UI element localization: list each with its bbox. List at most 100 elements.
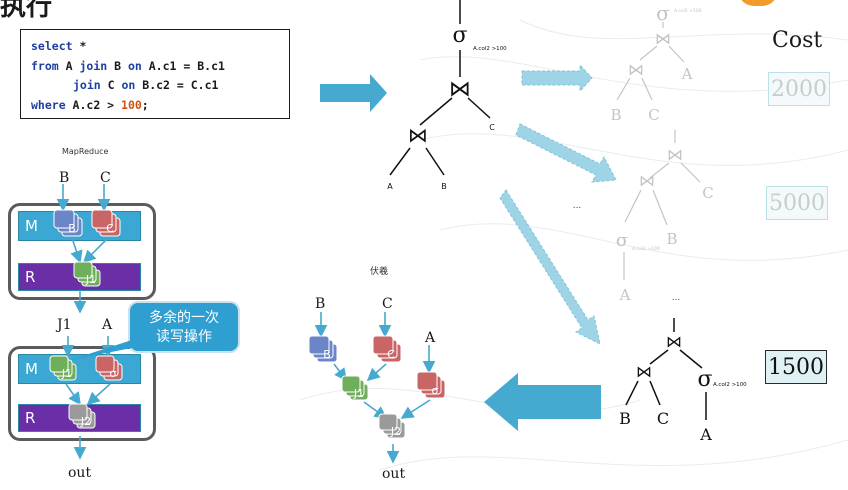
fx-node-b: B — [308, 335, 338, 363]
plan1-edge — [639, 45, 658, 61]
callout-line-2: 读写操作 — [156, 329, 212, 345]
plan1-leaf-a: A — [681, 65, 693, 83]
sql-keyword: on — [121, 78, 136, 92]
logo — [738, 0, 778, 6]
plan2-leaf-a: A — [619, 286, 631, 304]
stack-label: J2 — [390, 425, 401, 438]
plan1-edge — [641, 77, 653, 101]
mr-node-sigma: σ — [95, 355, 123, 381]
alt-plan3-arrow — [499, 189, 601, 345]
sql-keyword: join — [73, 78, 101, 92]
alt-plan1-arrow — [521, 63, 593, 93]
mr-input-c: C — [100, 170, 111, 186]
stack-label: J1 — [85, 273, 96, 286]
mr-node-j1: J1 — [73, 261, 101, 287]
sql-text: * — [72, 39, 87, 53]
plan2-join-top: ⋈ — [667, 145, 683, 164]
plan-to-execution-arrow — [484, 373, 601, 431]
stack-label: B — [323, 348, 331, 361]
plan1-join-inner: ⋈ — [628, 60, 644, 79]
stack-label: C — [387, 348, 395, 361]
plan2-predicate: A.col2 >100 — [632, 246, 660, 252]
stack-label: J2 — [80, 415, 91, 428]
sql-to-plan-arrow — [320, 74, 387, 112]
stack-label: J1 — [61, 367, 72, 380]
sql-text: A.c2 > — [65, 97, 122, 112]
plan1-join-top: ⋈ — [655, 29, 671, 48]
tree-join-inner: ⋈ — [408, 123, 428, 147]
mr-output: out — [68, 465, 92, 481]
tree-leaf-c: C — [489, 123, 495, 132]
cost-label: Cost — [772, 28, 823, 53]
stack-layer — [95, 355, 115, 373]
plan3-edge — [649, 349, 669, 365]
mr-mid-j1: J1 — [57, 317, 72, 333]
fx-arrow — [400, 399, 431, 419]
tree-predicate: A.col2 >100 — [473, 46, 507, 52]
stack-layer — [53, 209, 75, 229]
plan3-edge — [625, 380, 639, 406]
plan3-ellipsis: ... — [672, 293, 681, 303]
cost-value-chosen: 1500 — [765, 350, 827, 384]
plan2-leaf-b: B — [666, 230, 677, 248]
stack-layer — [416, 371, 438, 391]
plan2-edge — [652, 189, 668, 226]
stack-layer — [372, 335, 394, 355]
plan2-ellipsis: ... — [573, 201, 582, 211]
mr-node-j2: J2 — [68, 403, 96, 429]
sql-keyword: from — [31, 58, 59, 73]
plan1-sigma: σ — [656, 1, 670, 25]
fx-node-j2: J2 — [378, 413, 406, 439]
sql-keyword: join — [79, 58, 108, 73]
sql-keyword: select — [31, 39, 73, 53]
mr-arrow — [86, 383, 111, 406]
sql-text: ; — [141, 97, 149, 112]
stack-label: σ — [432, 384, 439, 397]
plan3-predicate: A.col2 >100 — [713, 382, 747, 388]
plan3-leaf-a: A — [699, 425, 712, 444]
plan3-sigma: σ — [697, 367, 712, 392]
cost-value-plan2: 5000 — [766, 186, 828, 220]
plan1-leaf-c: C — [648, 106, 659, 124]
stack-layer — [378, 413, 398, 431]
mapreduce-title: MapReduce — [62, 147, 109, 156]
reduce-label: R — [25, 268, 36, 286]
slide-title: 执行 — [0, 0, 53, 22]
plan3-join-top: ⋈ — [666, 332, 682, 351]
plan2-join-inner: ⋈ — [639, 171, 655, 190]
plan2-leaf-c: C — [702, 184, 713, 202]
plan2-edge — [680, 162, 701, 183]
plan2-edge — [624, 189, 642, 223]
mr-arrow — [70, 237, 83, 264]
cost-value-plan1: 2000 — [768, 72, 830, 106]
sql-keyword: on — [127, 58, 142, 73]
fuxi-input-c: C — [382, 296, 393, 312]
mr-arrow — [82, 237, 109, 264]
plan2-sigma: σ — [616, 230, 628, 251]
sql-text: B — [107, 58, 128, 73]
tree-edge — [419, 97, 453, 126]
callout-pointer — [70, 340, 132, 360]
sql-line-3: join C on B.c2 = C.c1 — [31, 76, 289, 96]
sql-line-2: from A join B on A.c1 = B.c1 — [31, 57, 289, 77]
fx-node-c: C — [372, 335, 402, 363]
plan3-leaf-c: C — [657, 409, 669, 428]
tree-join-top: ⋈ — [449, 77, 471, 102]
plan2-edge — [649, 162, 670, 179]
stack-label: C — [106, 222, 114, 235]
plan3-join-inner: ⋈ — [636, 362, 652, 381]
fuxi-input-b: B — [315, 296, 326, 312]
tree-sigma: σ — [452, 23, 467, 48]
tree-edge — [425, 147, 445, 176]
sql-query-box: select * from A join B on A.c1 = B.c1 jo… — [20, 29, 290, 119]
plan3-leaf-b: B — [619, 409, 631, 428]
mr-input-b: B — [59, 170, 70, 186]
fx-arrow — [366, 363, 387, 382]
stack-layer — [68, 403, 88, 421]
mr-arrow — [65, 383, 81, 406]
sql-line-4: where A.c2 > 100; — [31, 96, 289, 116]
plan1-edge — [616, 77, 631, 101]
tree-leaf-a: A — [387, 182, 393, 191]
